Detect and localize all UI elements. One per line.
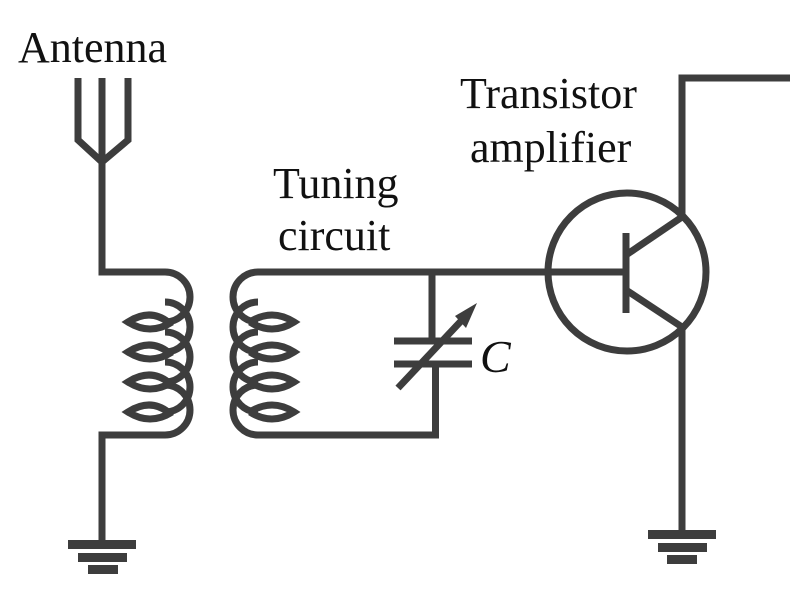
antenna-label: Antenna (18, 23, 167, 72)
antenna-icon (74, 78, 132, 272)
primary-wiring (98, 268, 165, 545)
tuning-wiring (258, 268, 626, 439)
transistor-amplifier-label-line1: Transistor (460, 69, 637, 118)
output-wiring (678, 74, 790, 532)
variable-capacitor-icon (394, 303, 477, 391)
transistor-icon (544, 189, 710, 355)
transistor-amplifier-label-line2: amplifier (470, 123, 632, 172)
capacitor-label: C (480, 331, 512, 382)
ground-icon-right (648, 530, 716, 564)
tuning-circuit-label-line1: Tuning (273, 159, 399, 208)
secondary-coil-icon (229, 268, 301, 439)
tuning-circuit-label-line2: circuit (278, 211, 390, 260)
ground-icon-left (68, 540, 136, 574)
primary-coil-icon (121, 268, 194, 439)
